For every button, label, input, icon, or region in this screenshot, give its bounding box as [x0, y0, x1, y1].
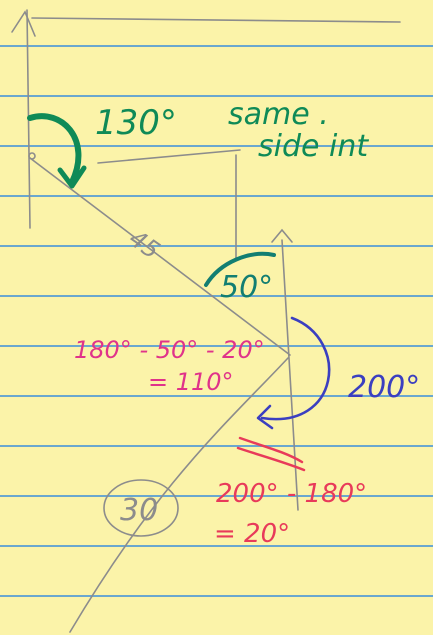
- diagonal-45-line: [29, 157, 291, 356]
- same-side-label-line1: same .: [228, 97, 329, 132]
- same-side-label-line2: side int: [258, 129, 369, 164]
- ruled-lines: [0, 45, 433, 597]
- vertex-dot: [28, 152, 36, 160]
- calc-110-line1: 180° - 50° - 20°: [74, 336, 265, 364]
- calc-20-line2: = 20°: [214, 519, 290, 549]
- leader-to-label: [97, 149, 241, 164]
- angle-200-arrow-head: [256, 404, 274, 430]
- angle-200-label: 200°: [348, 370, 420, 405]
- lower-curve-line: [69, 357, 289, 633]
- angle-200-arrow: [260, 316, 331, 421]
- top-right-line: [31, 17, 401, 23]
- angle-130-label: 130°: [95, 103, 177, 143]
- right-arrow-head: [271, 228, 293, 243]
- side-30-label: 30: [120, 493, 158, 528]
- arrow-head-top: [11, 10, 36, 37]
- side-45-label: 45: [124, 224, 165, 264]
- angle-130-arrow: [27, 113, 82, 185]
- pencil-drawing: [11, 9, 401, 633]
- calc-110-line2: = 110°: [148, 368, 234, 396]
- calc-20-line1: 200° - 180°: [216, 479, 367, 509]
- right-vertical-line: [281, 239, 299, 511]
- angle-50-label: 50°: [220, 270, 273, 305]
- side-30-circle: [103, 479, 179, 537]
- angle-20-arc-1: [238, 436, 304, 464]
- angle-50-arc: [204, 251, 276, 287]
- angle-20-arc-2: [236, 446, 306, 472]
- angle-130-arrow-head: [57, 165, 87, 189]
